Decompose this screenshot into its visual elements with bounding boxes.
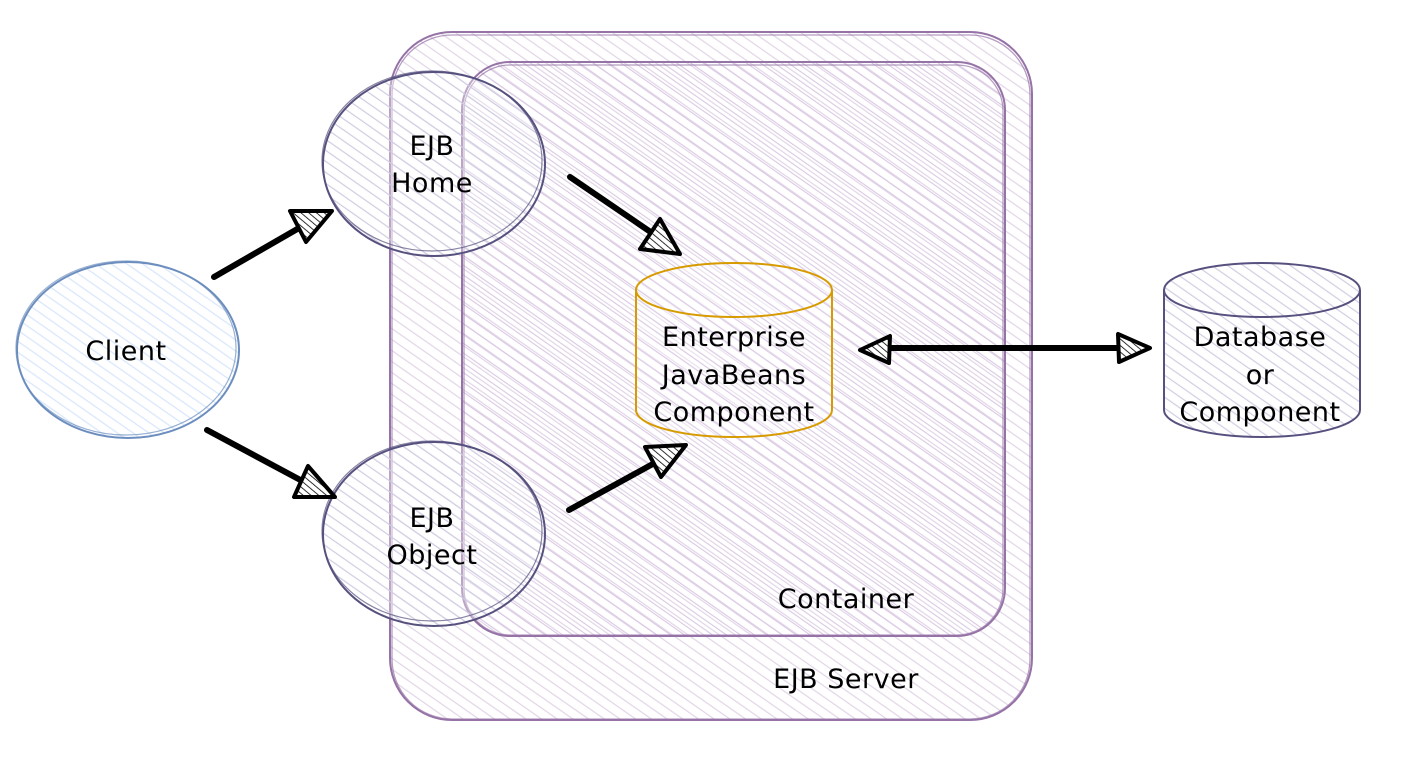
- client-label: Client: [85, 336, 166, 367]
- ejb-home-label-line1: EJB: [409, 131, 454, 162]
- arrow-client-to-ejb-object: [204, 427, 337, 499]
- arrow-component-database-bidirectional: [858, 332, 1152, 365]
- ejb-component-node: Enterprise JavaBeans Component: [635, 262, 833, 438]
- ejb-object-label-line1: EJB: [409, 503, 454, 534]
- container-label: Container: [778, 584, 915, 615]
- ejb-object-label-line2: Object: [387, 540, 478, 571]
- arrow-ejb-object-to-component: [566, 443, 688, 513]
- arrow-client-to-ejb-home: [211, 209, 334, 280]
- database-label-line3: Component: [1179, 397, 1340, 428]
- ejb-component-label-line3: Component: [653, 397, 814, 428]
- ejb-object-node: EJB Object: [321, 440, 546, 627]
- ejb-server-label: EJB Server: [773, 664, 919, 695]
- ejb-component-label-line2: JavaBeans: [660, 360, 806, 391]
- arrow-ejb-home-to-component: [567, 174, 682, 256]
- client-node: Client: [15, 260, 240, 439]
- database-node: Database or Component: [1163, 262, 1361, 438]
- ejb-home-node: EJB Home: [321, 70, 546, 257]
- ejb-component-label-line1: Enterprise: [662, 322, 806, 353]
- ejb-home-label-line2: Home: [391, 168, 473, 199]
- database-label-line1: Database: [1194, 322, 1327, 353]
- database-label-line2: or: [1246, 360, 1275, 391]
